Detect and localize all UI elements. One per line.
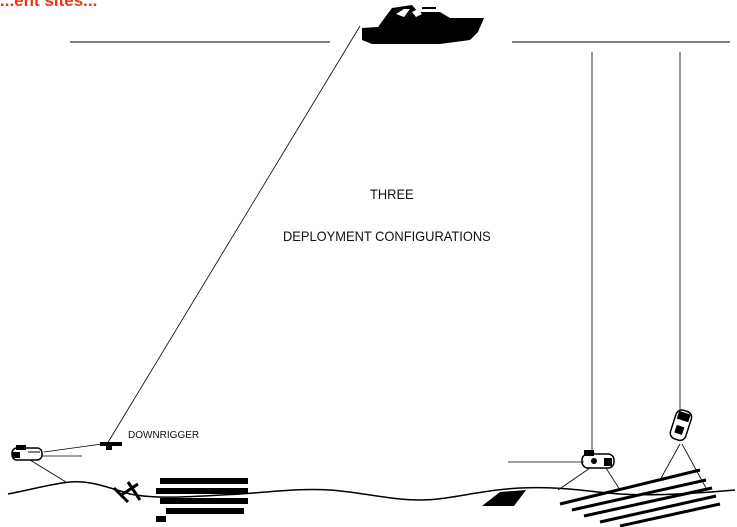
left-instrument-icon: [11, 445, 43, 461]
downrigger-label: DOWNRIGGER: [128, 430, 200, 441]
boat-icon: [362, 5, 484, 44]
reef-blocks-left: [156, 478, 248, 522]
tether-line: [43, 443, 103, 453]
diagram-title-line1: THREE: [370, 186, 414, 202]
rock-icon: [482, 490, 526, 506]
downrigger-weight-icon: [100, 442, 122, 450]
anchor-icon: [112, 481, 142, 504]
diagram-title-line2: DEPLOYMENT CONFIGURATIONS: [283, 228, 491, 244]
cut-off-heading: ...ent sites...: [0, 0, 98, 10]
vertical-instrument-icon: [669, 409, 693, 442]
reef-bars-right: [559, 468, 721, 527]
downrigger-cable: [106, 25, 361, 445]
bottom-mount-instrument-icon: [581, 450, 615, 469]
